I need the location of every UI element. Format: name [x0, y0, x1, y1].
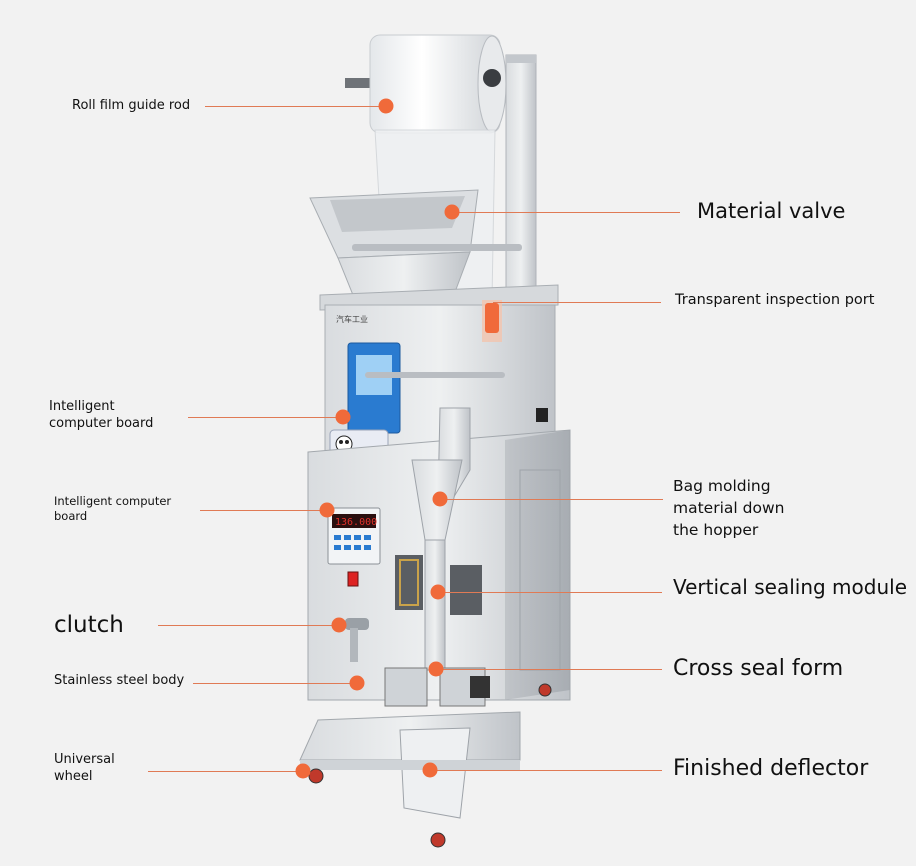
leader-line-cross-seal — [436, 669, 662, 670]
label-line: Intelligent computer — [54, 494, 172, 508]
leader-line-finished-deflector — [430, 770, 662, 771]
label-vertical-sealing-module: Vertical sealing module — [673, 575, 907, 599]
material-hopper — [309, 189, 522, 301]
label-clutch: clutch — [54, 612, 124, 638]
marker-computer-board-1 — [335, 409, 351, 425]
label-line: Bag molding — [673, 477, 771, 495]
leader-line-inspection-port — [493, 302, 661, 303]
label-line: the hopper — [673, 521, 759, 539]
leader-line-computer-board-2 — [200, 510, 327, 511]
marker-material-valve — [444, 204, 460, 220]
brand-text: 汽车工业 — [336, 314, 368, 324]
leader-line-steel-body — [193, 683, 357, 684]
label-line: Intelligent — [49, 399, 115, 414]
label-stainless-steel-body: Stainless steel body — [54, 673, 185, 688]
marker-inspection-port — [485, 303, 499, 333]
label-line: wheel — [54, 768, 93, 784]
marker-bag-molding — [432, 491, 448, 507]
universal-wheels — [308, 683, 552, 848]
label-bag-molding: Bag molding material down the hopper — [673, 475, 784, 541]
marker-clutch — [331, 617, 347, 633]
front-control-panel: 136.000 — [327, 507, 381, 587]
label-line: computer board — [49, 415, 154, 431]
leader-line-vertical-sealing — [438, 592, 662, 593]
label-cross-seal-form: Cross seal form — [673, 656, 844, 681]
marker-roll-film — [378, 98, 394, 114]
marker-universal-wheel — [295, 763, 311, 779]
label-material-valve: Material valve — [697, 199, 846, 223]
label-line: Universal — [54, 752, 115, 767]
leader-line-clutch — [158, 625, 339, 626]
label-intelligent-computer-board-2: Intelligent computer board — [54, 494, 171, 524]
label-line: board — [54, 508, 88, 523]
clutch-lever — [345, 618, 369, 662]
base-platform — [299, 711, 521, 819]
marker-computer-board-2 — [319, 502, 335, 518]
label-line: material down — [673, 499, 785, 517]
display-digits: 136.000 — [335, 517, 377, 528]
leader-line-computer-board-1 — [188, 417, 343, 418]
marker-steel-body — [349, 675, 365, 691]
marker-finished-deflector — [422, 762, 438, 778]
label-finished-deflector: Finished deflector — [673, 756, 869, 781]
label-transparent-inspection-port: Transparent inspection port — [675, 292, 875, 308]
leader-line-roll-film — [205, 106, 385, 107]
vertical-sealing-module — [395, 555, 482, 615]
cross-seal-jaws — [384, 667, 490, 707]
marker-vertical-sealing — [430, 584, 446, 600]
label-intelligent-computer-board-1: Intelligent computer board — [49, 399, 153, 433]
leader-line-bag-molding — [440, 499, 663, 500]
leader-line-universal-wheel — [148, 771, 303, 772]
marker-cross-seal — [428, 661, 444, 677]
label-roll-film-guide-rod: Roll film guide rod — [72, 98, 191, 113]
label-universal-wheel: Universal wheel — [54, 752, 115, 786]
leader-line-material-valve — [453, 212, 680, 213]
